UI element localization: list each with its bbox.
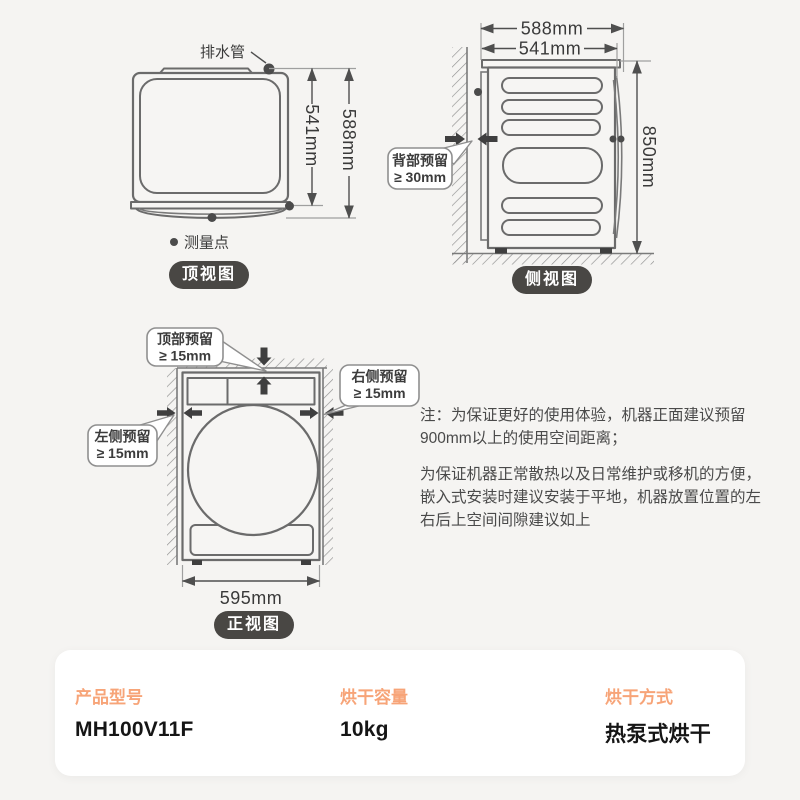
front-view-machine (181, 371, 321, 565)
right-clearance-arrow-out (325, 407, 344, 419)
left-clearance-callout: 左侧预留 ≥ 15mm (87, 414, 175, 467)
side-view-dimensions: 588mm 541mm 850mm (480, 19, 659, 255)
machine-side-body (486, 66, 617, 250)
vent-slot (501, 219, 601, 236)
drain-pipe-leader-line (250, 51, 267, 64)
machine-front-strip (130, 201, 291, 210)
vent-panel (502, 147, 603, 184)
vent-slot (501, 99, 603, 115)
left-clearance-value: ≥ 15mm (96, 445, 148, 461)
back-clearance-arrows (445, 132, 498, 146)
spec-model: 产品型号 MH100V11F (75, 683, 340, 776)
front-view-badge: 正视图 (214, 611, 295, 639)
installation-notes: 注：为保证更好的使用体验，机器正面建议预留900mm以上的使用空间距离； 为保证… (420, 404, 762, 545)
vent-slot (501, 197, 603, 214)
spec-card: 产品型号 MH100V11F 烘干容量 10kg 烘干方式 热泵式烘干 (55, 650, 745, 776)
spec-model-label: 产品型号 (75, 688, 143, 707)
back-clearance-value: ≥ 30mm (394, 169, 446, 185)
vent-slot (501, 77, 603, 94)
door-edge-outer (615, 75, 623, 239)
machine-foot (301, 560, 311, 565)
left-clearance-arrow-in (183, 407, 202, 419)
machine-body-outline (131, 71, 290, 204)
measure-point-bottom (207, 213, 217, 222)
dim-588mm: 588mm (339, 109, 359, 172)
spec-capacity-label: 烘干容量 (340, 688, 408, 707)
spec-capacity-value: 10kg (340, 718, 389, 741)
measure-point-door (617, 135, 625, 143)
right-clearance-label: 右侧预留 (351, 369, 408, 385)
top-view-machine (130, 63, 294, 222)
top-clearance-callout: 顶部预留 ≥ 15mm (146, 327, 267, 372)
machine-top-bump (159, 67, 253, 74)
dim-588mm: 588mm (521, 19, 584, 39)
floor-hatch (452, 253, 654, 265)
right-clearance-value: ≥ 15mm (353, 385, 405, 401)
side-view-machine (474, 59, 625, 254)
door-circle (186, 403, 320, 537)
drain-pipe-label-group: 排水管 (200, 44, 267, 64)
dim-541mm: 541mm (519, 39, 582, 59)
top-clearance-arrow-up (256, 376, 272, 395)
top-view-diagram: 排水管 541mm 588mm 测量点 (130, 44, 359, 252)
machine-foot (600, 248, 612, 254)
spec-dry-method-label: 烘干方式 (605, 688, 673, 707)
machine-lid-outline (139, 78, 281, 194)
right-clearance-callout: 右侧预留 ≥ 15mm (323, 364, 420, 416)
machine-top-lid (481, 59, 621, 69)
door-edge-inner (612, 79, 620, 235)
measure-point-label: 测量点 (184, 235, 229, 252)
top-clearance-label: 顶部预留 (157, 331, 213, 347)
measure-point-legend: 测量点 (170, 235, 229, 252)
top-clearance-arrow-down (256, 347, 272, 366)
front-view-diagram: 595mm 顶部预留 ≥ 15mm 左侧预留 ≥ 15mm 右侧预留 ≥ 15m… (87, 327, 420, 608)
clearance-arrows (157, 347, 344, 419)
machine-foot (495, 248, 507, 254)
spec-dry-method: 烘干方式 热泵式烘干 (605, 683, 745, 776)
right-wall-hatch (323, 368, 333, 565)
top-view-badge: 顶视图 (169, 261, 250, 289)
note-installation: 为保证机器正常散热以及日常维护或移机的方便，嵌入式安装时建议安装于平地，机器放置… (420, 466, 762, 529)
left-clearance-label: 左侧预留 (94, 429, 151, 445)
side-view-badge: 侧视图 (512, 266, 593, 294)
right-clearance-arrow-in (300, 407, 319, 419)
dim-850mm: 850mm (639, 126, 659, 189)
back-clearance-label: 背部预留 (392, 153, 448, 169)
measure-point-back (474, 88, 482, 96)
drain-pipe-label: 排水管 (200, 44, 245, 61)
spec-model-value: MH100V11F (75, 718, 194, 741)
left-wall-hatch (167, 368, 177, 565)
machine-foot (192, 560, 202, 565)
front-view-dimensions: 595mm (181, 565, 321, 608)
top-view-dimensions: 541mm 588mm (269, 67, 359, 219)
spec-capacity: 烘干容量 10kg (340, 683, 605, 776)
dim-541mm: 541mm (302, 104, 322, 167)
back-clearance-callout: 背部预留 ≥ 30mm (387, 140, 473, 190)
note-front-clearance: 注：为保证更好的使用体验，机器正面建议预留900mm以上的使用空间距离； (420, 407, 746, 447)
dim-595mm: 595mm (220, 588, 283, 608)
top-clearance-value: ≥ 15mm (159, 348, 211, 364)
vent-slot (501, 119, 601, 136)
measure-point-right (285, 201, 294, 211)
spec-dry-method-value: 热泵式烘干 (605, 723, 711, 746)
measure-point-door (609, 135, 617, 143)
side-view-diagram: 588mm 541mm 850mm 背部预留 ≥ 30mm (387, 19, 659, 265)
